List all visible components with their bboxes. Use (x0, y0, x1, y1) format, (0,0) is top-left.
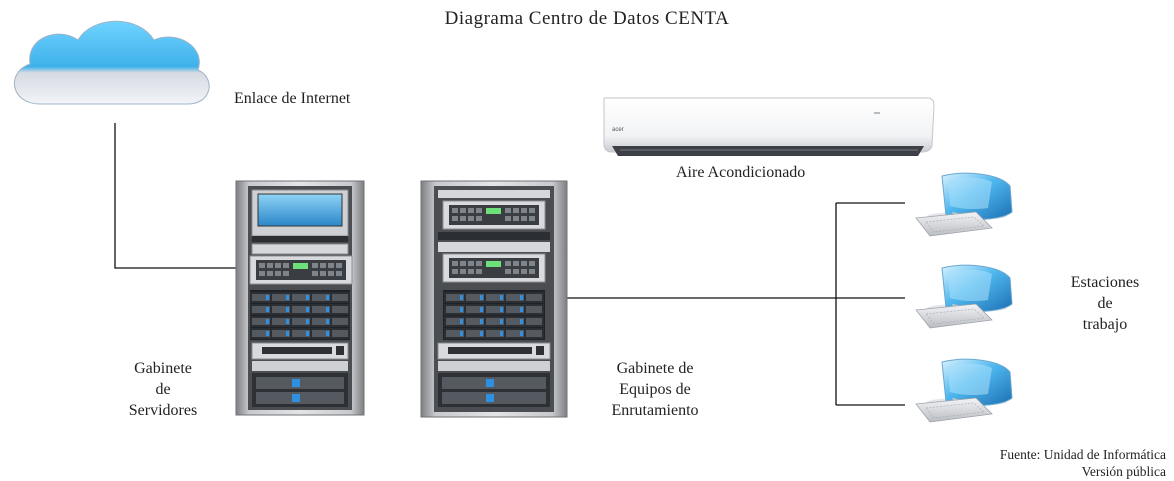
workstation-icon-2 (915, 264, 1013, 329)
routing-rack-icon (420, 180, 568, 418)
air-conditioner-icon: acer (603, 97, 935, 156)
source-note: Fuente: Unidad de Informática Versión pú… (900, 446, 1166, 480)
server-rack-icon (235, 180, 365, 416)
workstations-label: Estaciones de trabajo (1050, 272, 1160, 335)
internet-link-label: Enlace de Internet (234, 90, 351, 107)
workstations-label-line-1: Estaciones (1070, 274, 1140, 291)
routing-cabinet-label-line-3: Enrutamiento (611, 402, 699, 419)
air-conditioner-label: Aire Acondicionado (676, 164, 806, 181)
routing-cabinet-label-line-1: Gabinete de (616, 360, 694, 377)
server-cabinet-label: Gabinete de Servidores (108, 358, 218, 421)
source-note-line-2: Versión pública (1081, 464, 1166, 479)
workstation-icon-1 (915, 172, 1013, 237)
server-cabinet-label-line-2: de (155, 381, 171, 398)
workstation-icon-3 (915, 358, 1013, 423)
workstations-label-line-3: trabajo (1082, 316, 1128, 333)
source-note-line-1: Fuente: Unidad de Informática (999, 447, 1166, 462)
edge-routing-to-workstations (566, 202, 905, 406)
server-cabinet-label-line-3: Servidores (128, 402, 198, 419)
diagram-title: Diagrama Centro de Datos CENTA (444, 8, 730, 29)
routing-cabinet-label: Gabinete de Equipos de Enrutamiento (580, 358, 730, 421)
cloud-icon (14, 20, 210, 105)
routing-cabinet-label-line-2: Equipos de (619, 381, 691, 398)
server-cabinet-label-line-1: Gabinete (134, 360, 192, 377)
ac-brand-label: acer (612, 127, 624, 133)
workstations-label-line-2: de (1097, 295, 1113, 312)
edge-internet-to-server-rack (114, 123, 238, 269)
